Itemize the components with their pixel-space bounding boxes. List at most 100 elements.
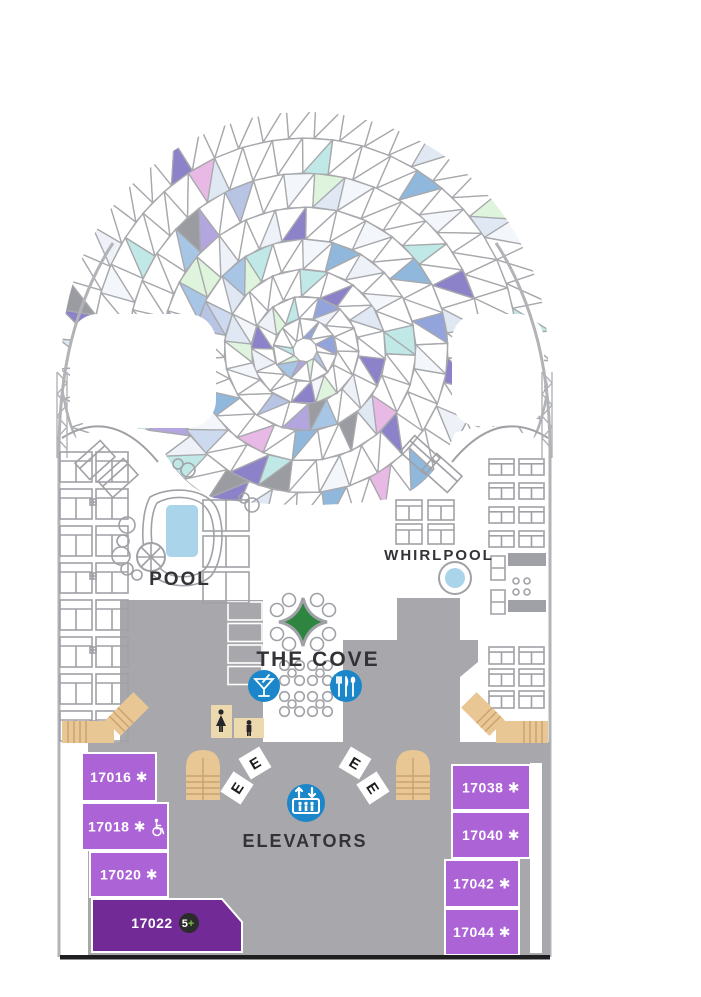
dome-panel <box>227 112 258 150</box>
dome-panel <box>436 231 483 254</box>
chair <box>281 636 297 652</box>
dome-panel <box>131 279 167 319</box>
dome-panel <box>338 411 359 452</box>
dome-panel <box>413 368 447 405</box>
chair <box>309 592 325 608</box>
dome-panel <box>339 112 375 142</box>
cabin-number: 17044 ✱ <box>453 924 511 940</box>
lounger <box>518 506 545 524</box>
cabin-number: 17016 ✱ <box>90 769 148 785</box>
dining-tables <box>269 592 337 718</box>
side-table <box>180 462 196 478</box>
dome-panel <box>248 526 282 561</box>
stair-ramp-right <box>461 692 548 743</box>
dome-panel <box>356 330 387 360</box>
lounger <box>518 668 545 687</box>
cabin-number: 17040 ✱ <box>462 827 520 843</box>
svg-text:5+: 5+ <box>182 918 195 930</box>
dome-panel <box>456 496 483 505</box>
dome-panel <box>332 519 357 559</box>
dome-panel <box>307 525 332 562</box>
stairs <box>62 692 548 800</box>
dome-panel <box>473 455 502 500</box>
venue-label: THE COVE <box>256 648 379 671</box>
lounger <box>518 690 545 709</box>
dome-panel <box>265 559 296 593</box>
dome-panel <box>354 551 383 591</box>
cabin-17044[interactable]: 17044 ✱ <box>444 908 520 956</box>
wheelchair-icon <box>152 818 165 837</box>
cabin-17020[interactable]: 17020 ✱ <box>89 851 169 898</box>
dome-panel <box>496 244 540 274</box>
dome-panel <box>281 403 311 432</box>
cabin-number: 17038 ✱ <box>462 780 520 796</box>
dining-icon <box>330 670 362 702</box>
dome-panel <box>411 312 449 344</box>
lounger <box>420 452 464 494</box>
chair <box>321 626 337 642</box>
cabin-number: 17020 ✱ <box>100 867 158 883</box>
dome-panel <box>277 137 304 176</box>
dome-panel <box>236 559 270 593</box>
dome-panel <box>100 263 136 303</box>
lounger <box>518 646 545 665</box>
table-four-top <box>306 690 334 718</box>
sun-loungers <box>59 434 546 742</box>
pool <box>166 505 198 557</box>
chair <box>269 602 285 618</box>
dome-panel <box>285 112 317 140</box>
dome-panel <box>127 178 154 223</box>
chair <box>309 636 325 652</box>
cabin-17016[interactable]: 17016 ✱ <box>81 752 157 802</box>
cabana-box <box>121 629 141 646</box>
dome-panel <box>156 252 186 295</box>
dome-panel <box>142 212 171 257</box>
dome-panel <box>170 141 193 187</box>
dome-panel <box>108 200 137 245</box>
elevators-label: ELEVATORS <box>242 831 367 851</box>
whirlpool-area: WHIRLPOOL <box>384 547 492 595</box>
restroom-person-icon <box>246 720 252 736</box>
dome-panel <box>271 137 304 176</box>
cabin-17038[interactable]: 17038 ✱ <box>451 764 531 811</box>
lounger <box>95 673 129 705</box>
umbrella-icon <box>136 542 166 572</box>
side-table <box>120 562 134 576</box>
dome-panel <box>456 477 483 505</box>
chair <box>281 592 297 608</box>
dome-panel <box>454 443 486 488</box>
ship-hull <box>56 242 553 957</box>
lounger <box>59 525 93 557</box>
lounger <box>518 530 545 548</box>
lounger <box>95 488 129 520</box>
dome-panel <box>437 496 461 505</box>
dome-panel <box>352 145 392 181</box>
dome-panel <box>357 510 381 553</box>
dome-panel <box>333 336 360 353</box>
table-four-top <box>306 659 334 687</box>
dome-panel <box>363 113 403 148</box>
cabin-17040[interactable]: 17040 ✱ <box>451 811 531 859</box>
cabin-17042[interactable]: 17042 ✱ <box>444 859 520 908</box>
lounger <box>395 499 423 521</box>
lounger <box>73 439 117 481</box>
dome-panel <box>280 238 304 274</box>
dome-panel <box>70 426 114 456</box>
dome-panel <box>332 350 354 376</box>
dome-panel <box>258 209 283 250</box>
chair <box>321 602 337 618</box>
lounger <box>427 523 455 545</box>
lounger <box>488 482 515 500</box>
seating-arc-left <box>61 425 159 463</box>
cabin-17018[interactable]: 17018 ✱ <box>81 802 169 851</box>
restroom-person-icon <box>216 709 226 732</box>
dome-panel <box>321 558 346 596</box>
side-table <box>244 497 260 513</box>
dome-panel <box>272 238 304 274</box>
dome-panel <box>254 371 285 392</box>
venue-the-cove: THE COVE <box>248 592 379 718</box>
